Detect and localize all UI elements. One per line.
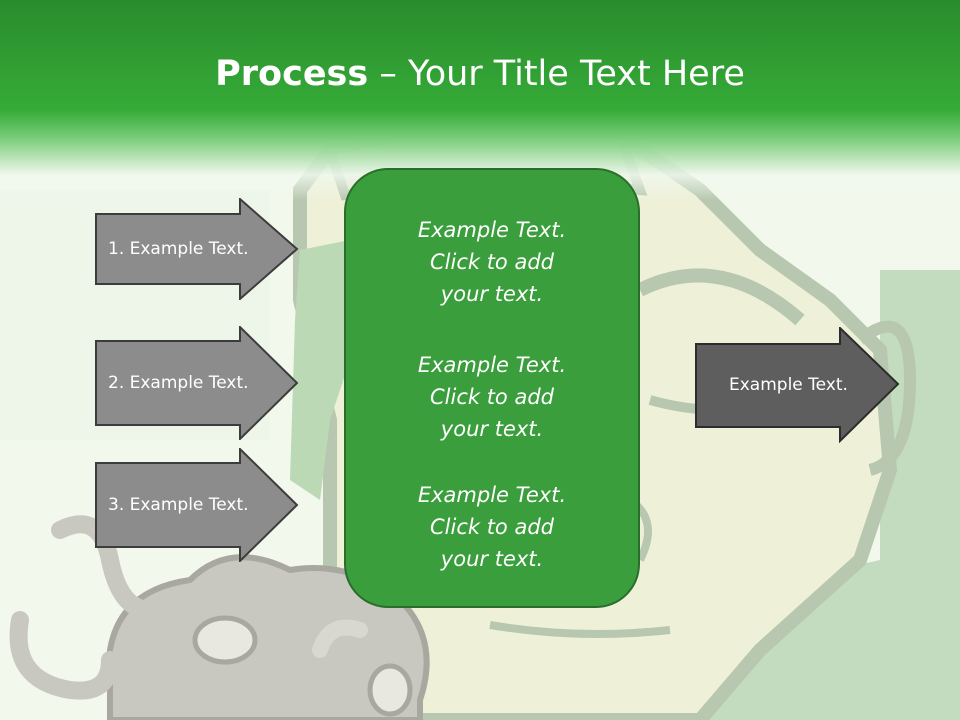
center-line: Click to add [429, 385, 554, 409]
left-arrow-3[interactable]: 3. Example Text. [95, 448, 299, 562]
center-line: Click to add [429, 250, 554, 274]
left-arrow-label: 1. Example Text. [108, 239, 249, 259]
center-line: Click to add [429, 515, 554, 539]
center-paragraph-2: Example Text. Click to add your text. [346, 349, 638, 445]
center-line: Example Text. [417, 218, 567, 242]
center-line: Example Text. [417, 483, 567, 507]
center-paragraph-3: Example Text. Click to add your text. [346, 479, 638, 575]
arrow-shape [95, 198, 299, 300]
center-line: your text. [440, 282, 544, 306]
left-arrow-2[interactable]: 2. Example Text. [95, 326, 299, 440]
slide-title-rest: – Your Title Text Here [368, 54, 745, 94]
arrow-shape [95, 326, 299, 440]
arrow-shape [95, 448, 299, 562]
left-arrow-label: 3. Example Text. [108, 495, 249, 515]
center-paragraph-1: Example Text. Click to add your text. [346, 214, 638, 310]
arrow-shape [695, 327, 900, 443]
slide-title: Process – Your Title Text Here [0, 52, 960, 96]
center-line: Example Text. [417, 353, 567, 377]
center-text-box[interactable]: Example Text. Click to add your text. Ex… [344, 168, 640, 608]
slide-title-bold: Process [215, 54, 369, 94]
center-line: your text. [440, 547, 544, 571]
left-arrow-label: 2. Example Text. [108, 373, 249, 393]
center-line: your text. [440, 417, 544, 441]
left-arrow-1[interactable]: 1. Example Text. [95, 198, 299, 300]
right-arrow-label: Example Text. [729, 375, 848, 395]
header-band [0, 0, 960, 200]
right-arrow[interactable]: Example Text. [695, 327, 900, 443]
